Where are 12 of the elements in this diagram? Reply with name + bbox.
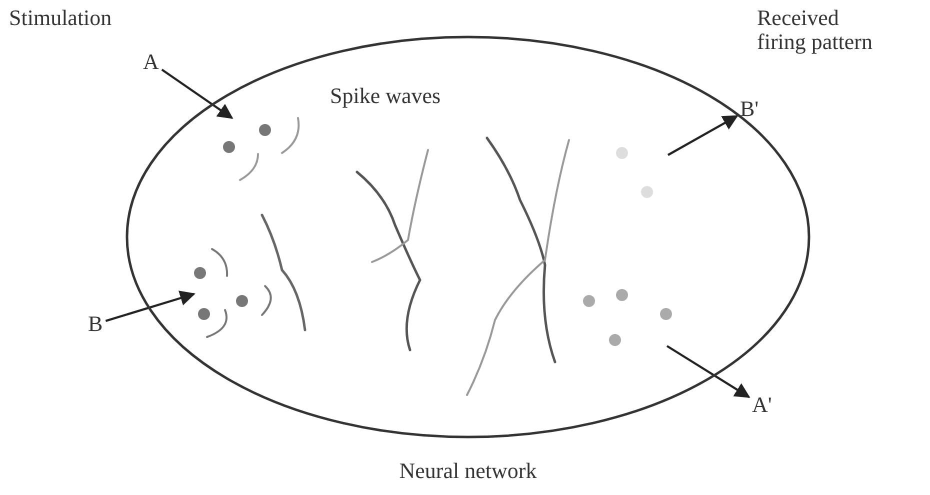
arrow: [161, 68, 234, 119]
stimulus-label: B: [88, 312, 103, 336]
stimulus-label: A: [143, 50, 159, 74]
stimulus-label: B': [740, 97, 759, 122]
arrow: [105, 290, 196, 322]
text-label: Stimulation: [9, 6, 112, 30]
node-caption: Neural network: [399, 458, 537, 483]
arrow: [667, 115, 738, 156]
stimulus-label: A': [752, 393, 772, 418]
text-label: Received firing pattern: [757, 6, 874, 54]
arrow: [666, 345, 750, 398]
text-label: Spike waves: [330, 84, 441, 108]
